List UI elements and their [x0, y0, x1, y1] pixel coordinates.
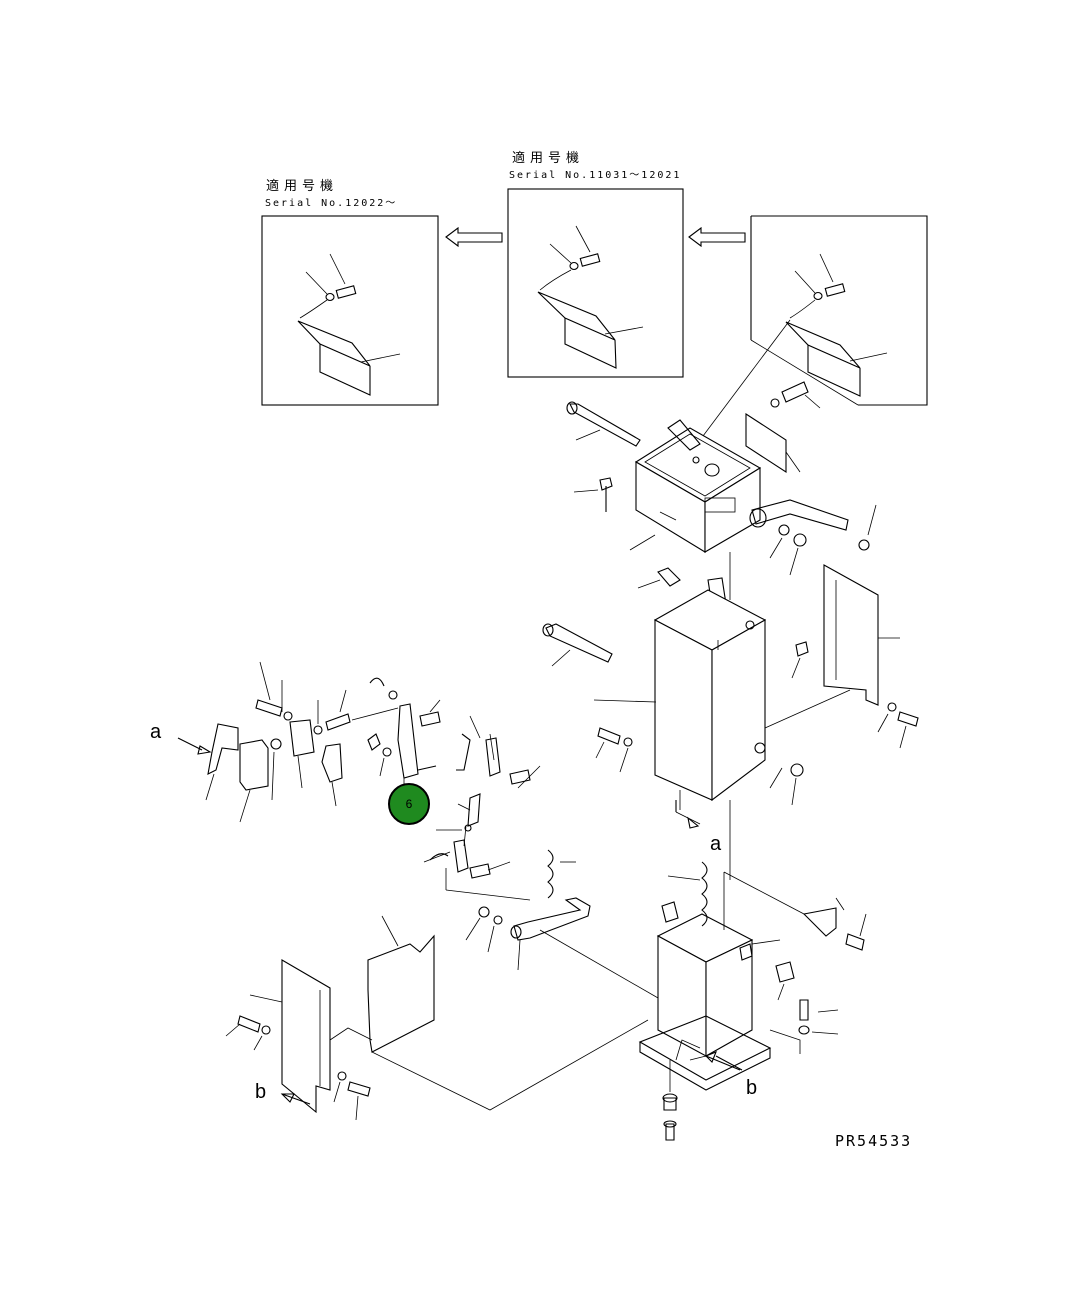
label-a-left: a [150, 721, 162, 743]
top-housing [566, 381, 877, 600]
callout-circle[interactable] [388, 783, 430, 825]
inset-middle-heading: 適用号機 [512, 150, 584, 166]
arrow-left-icon [445, 226, 503, 248]
base-column [638, 861, 867, 1141]
inset-left-bolt [299, 253, 357, 319]
inset-left-frame [261, 215, 439, 406]
label-a-right: a [710, 833, 722, 855]
label-b-right: b [746, 1077, 757, 1099]
arrow-b-right-icon [715, 1055, 743, 1071]
left-panels [225, 915, 649, 1121]
inset-middle-plate [537, 291, 644, 369]
inset-left: 適用号機 Serial No.12022〜 [261, 178, 503, 406]
arrow-b-left-head-icon [280, 1093, 295, 1103]
inset-middle-serial: Serial No.11031〜12021 [509, 170, 681, 181]
arrow-left-icon-2 [688, 226, 746, 248]
inset-left-serial: Serial No.12022〜 [265, 198, 397, 209]
left-linkage [177, 661, 541, 901]
callout-6[interactable]: 6 [388, 783, 430, 825]
inset-middle-bolt [539, 225, 601, 291]
inset-left-heading: 適用号機 [266, 178, 338, 194]
inset-middle-frame [507, 188, 684, 378]
inset-middle: 適用号機 Serial No.11031〜12021 [507, 150, 746, 378]
label-b-left: b [255, 1081, 266, 1103]
drawing-code: PR54533 [835, 1132, 912, 1150]
pedal-assembly [465, 849, 666, 1003]
inset-right-bolt [789, 253, 846, 319]
inset-right [699, 215, 928, 441]
inset-left-plate [297, 320, 401, 396]
inset-right-plate [785, 321, 888, 397]
middle-column [542, 564, 919, 880]
arrow-b-left-icon [281, 1093, 311, 1105]
callout-number[interactable]: 6 [406, 797, 413, 811]
inset-right-frame [750, 215, 928, 406]
